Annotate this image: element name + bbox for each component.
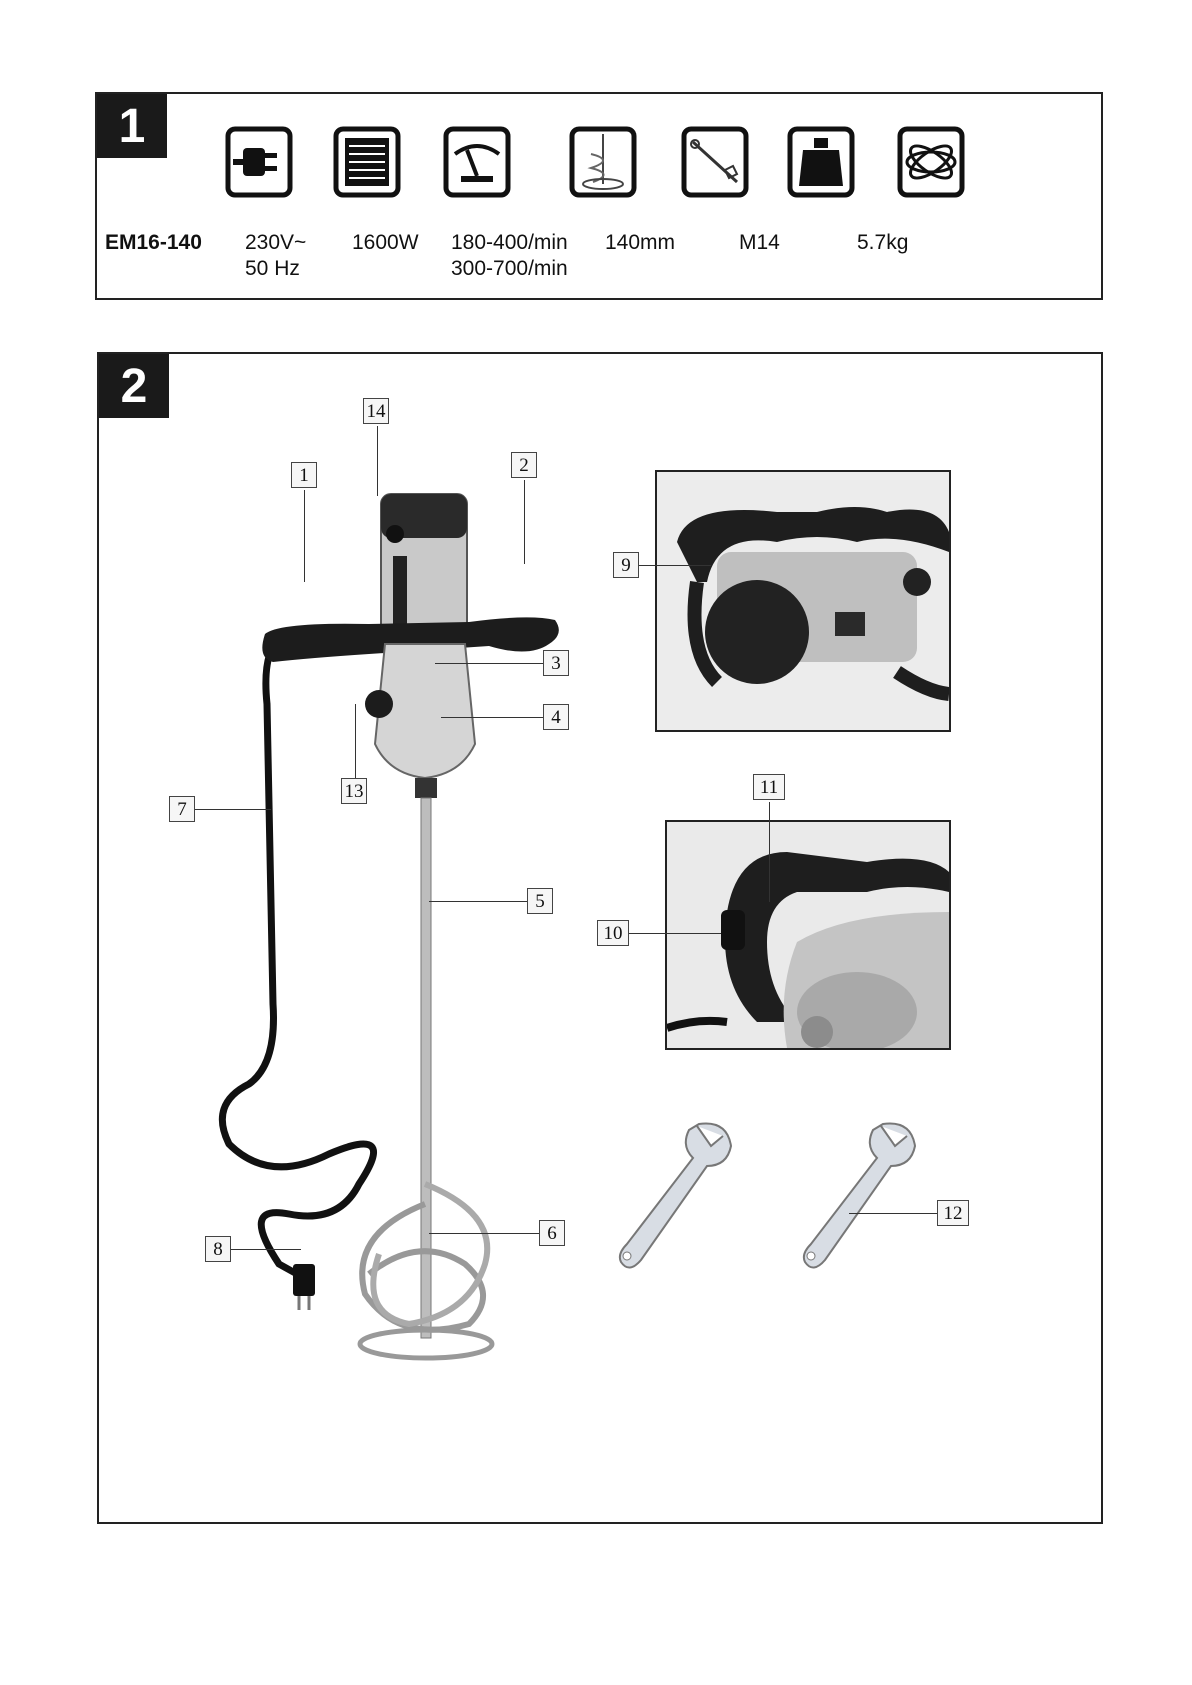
callout-3: 3 xyxy=(543,650,569,676)
leader-6 xyxy=(429,1233,539,1234)
panel-number: 2 xyxy=(99,354,169,418)
callout-14: 14 xyxy=(363,398,389,424)
spec-panel: 1 xyxy=(95,92,1103,300)
leader-13 xyxy=(355,704,356,778)
callout-11: 11 xyxy=(753,774,785,800)
paint-mixer-illustration xyxy=(169,444,729,1444)
leader-14 xyxy=(377,426,378,496)
paddle-diameter-spec: 140mm xyxy=(605,230,675,256)
model-number: EM16-140 xyxy=(105,230,202,256)
parts-panel: 2 14 1 2 3 4 13 7 5 6 xyxy=(97,352,1103,1524)
leader-11 xyxy=(769,802,770,902)
callout-5: 5 xyxy=(527,888,553,914)
leader-12 xyxy=(849,1213,937,1214)
callout-10: 10 xyxy=(597,920,629,946)
detail-photo-rear xyxy=(655,470,951,732)
motor-power-icon xyxy=(333,126,401,198)
paddle-diameter-icon xyxy=(569,126,637,198)
thread-spindle-icon xyxy=(681,126,749,198)
callout-9: 9 xyxy=(613,552,639,578)
callout-1: 1 xyxy=(291,462,317,488)
voltage-spec: 230V~50 Hz xyxy=(245,230,306,282)
detail-photo-switch xyxy=(665,820,951,1050)
weight-icon xyxy=(787,126,855,198)
leader-3 xyxy=(435,663,543,664)
callout-13: 13 xyxy=(341,778,367,804)
thread-spec: M14 xyxy=(739,230,780,256)
leader-7 xyxy=(195,809,271,810)
leader-4 xyxy=(441,717,543,718)
callout-2: 2 xyxy=(511,452,537,478)
leader-2 xyxy=(524,480,525,564)
leader-10 xyxy=(629,933,721,934)
wrench-1-illustration xyxy=(615,1116,735,1276)
callout-7: 7 xyxy=(169,796,195,822)
callout-4: 4 xyxy=(543,704,569,730)
panel-number: 1 xyxy=(97,94,167,158)
callout-8: 8 xyxy=(205,1236,231,1262)
leader-8 xyxy=(231,1249,301,1250)
callout-6: 6 xyxy=(539,1220,565,1246)
callout-12: 12 xyxy=(937,1200,969,1226)
vibration-icon xyxy=(897,126,965,198)
speed-gauge-icon xyxy=(443,126,511,198)
leader-5 xyxy=(429,901,527,902)
wrench-2-illustration xyxy=(799,1116,919,1276)
leader-9 xyxy=(639,565,711,566)
leader-1 xyxy=(304,490,305,582)
weight-spec: 5.7kg xyxy=(857,230,908,256)
power-plug-icon xyxy=(225,126,293,198)
power-spec: 1600W xyxy=(352,230,419,256)
